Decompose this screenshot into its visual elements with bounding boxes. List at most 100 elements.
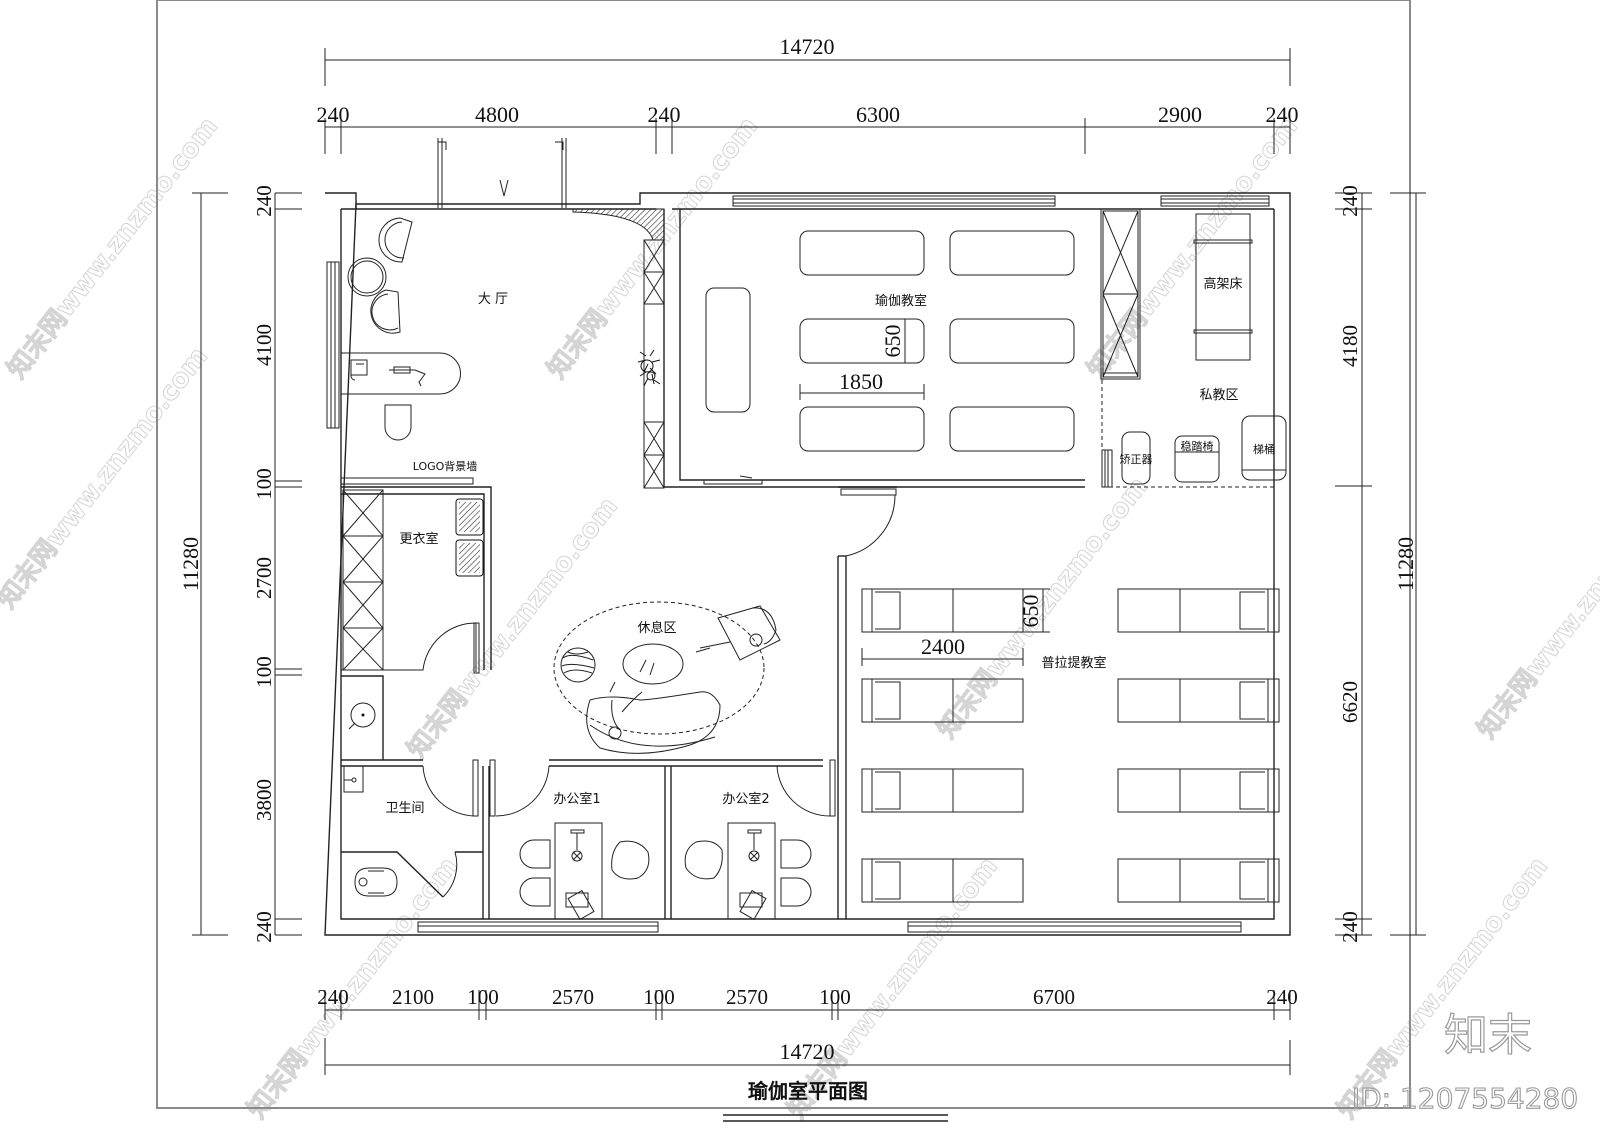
- door-swing: [422, 765, 477, 817]
- document-icon: [739, 889, 767, 921]
- dim-top-seg: 240: [648, 102, 681, 127]
- dim-bottom-seg: 100: [819, 985, 851, 1009]
- yoga-room: 瑜伽教室 1850 650: [663, 209, 1085, 488]
- dim-left-seg: 100: [252, 656, 276, 688]
- chair-icon: [611, 840, 650, 880]
- chair-icon: [519, 877, 551, 907]
- dim-yoga-mat-width: 650: [880, 325, 905, 358]
- rest-area: 休息区: [553, 601, 781, 754]
- dim-bottom-seg: 240: [317, 985, 349, 1009]
- yoga-mat: [949, 230, 1075, 276]
- door-swing: [341, 622, 477, 672]
- desk: [554, 822, 603, 920]
- dim-bottom-seg: 6700: [1033, 985, 1075, 1009]
- lobby-area: 大 厅 LOGO背景墙: [340, 208, 665, 489]
- chair-icon: [684, 840, 723, 880]
- chair-icon: [780, 877, 812, 907]
- corrector-equipment: [1121, 431, 1151, 485]
- yoga-mat: [799, 406, 925, 452]
- exterior-walls: [324, 192, 1291, 936]
- dim-left-seg: 240: [252, 911, 276, 943]
- dim-yoga-mat-length: 1850: [839, 369, 883, 394]
- dim-left-seg: 2700: [252, 557, 276, 599]
- chair-icon: [370, 289, 401, 334]
- brand-mark: 知末 ID: 1207554280: [1351, 1009, 1578, 1115]
- room-label-yoga: 瑜伽教室: [875, 293, 927, 309]
- room-label-office1: 办公室1: [553, 791, 600, 807]
- reformer-machine: [1117, 588, 1280, 633]
- watermark-text: 知末网www.znzmo.com: [542, 112, 764, 384]
- office-1: 办公室1: [489, 759, 650, 921]
- right-dimensions: 240 4180 6620 240 11280: [1335, 185, 1426, 943]
- chair-icon: [378, 217, 413, 263]
- telephone-icon: [350, 359, 368, 381]
- rug-icon: [560, 647, 596, 683]
- reformer-machine: [861, 858, 1024, 903]
- chair-icon: [519, 839, 551, 869]
- top-dimensions: 14720 240 4800 240 6300 2900 240: [317, 34, 1299, 154]
- room-label-office2: 办公室2: [722, 791, 769, 807]
- equipment-label-ladder-barrel: 梯桶: [1253, 442, 1275, 456]
- dim-left-seg: 4100: [252, 324, 276, 366]
- yoga-mat: [799, 318, 925, 364]
- sheet-border: [156, 0, 1411, 1109]
- equipment-label-high-bed: 高架床: [1203, 276, 1242, 292]
- room-label-changing: 更衣室: [399, 531, 438, 547]
- dim-top-seg: 2900: [1158, 102, 1202, 127]
- reformer-machine: [1117, 858, 1280, 903]
- main-entrance: [437, 138, 567, 208]
- plant-icon: [637, 349, 661, 387]
- room-label-rest: 休息区: [637, 620, 676, 636]
- room-label-lobby: 大 厅: [478, 292, 508, 307]
- coffee-table: [622, 643, 684, 685]
- chair-icon: [780, 839, 812, 869]
- brand-logo: 知末: [1444, 1010, 1532, 1061]
- document-icon: [565, 889, 595, 921]
- private-training-area: 高架床 私教区 矫正器 稳踏椅 梯桶: [1100, 208, 1287, 488]
- stable-chair-equipment: [1174, 435, 1220, 483]
- dim-top-seg: 240: [1266, 102, 1299, 127]
- curved-sofa: [586, 691, 721, 754]
- interior-walls: [341, 486, 897, 919]
- dim-left-seg: 100: [252, 468, 276, 500]
- door-swing: [495, 765, 550, 817]
- dim-reformer-length: 2400: [921, 634, 965, 659]
- equipment-label-corrector: 矫正器: [1120, 453, 1153, 466]
- dim-bottom-seg: 100: [467, 985, 499, 1009]
- dim-reformer-width: 650: [1018, 595, 1043, 628]
- watermark-text: 知末网www.znzmo.com: [1082, 112, 1304, 384]
- round-stool-icon: [347, 257, 387, 297]
- sink-icon: [343, 765, 364, 793]
- door-swing: [845, 494, 896, 557]
- reformer-machine: [861, 588, 1024, 633]
- dim-right-total: 11280: [1393, 537, 1418, 591]
- yoga-mat: [949, 318, 1075, 364]
- chair-icon: [384, 404, 412, 441]
- desk-lamp-icon: [570, 829, 585, 862]
- reformer-machine: [861, 678, 1024, 723]
- drawing-title-block: 瑜伽室平面图: [723, 1079, 948, 1122]
- ladder-barrel-equipment: [1241, 415, 1287, 481]
- equipment-label-stable-chair: 稳踏椅: [1181, 439, 1214, 453]
- dim-top-total: 14720: [780, 34, 835, 59]
- dim-left-seg: 3800: [252, 779, 276, 821]
- dim-bottom-seg: 2100: [392, 985, 434, 1009]
- dim-top-seg: 240: [317, 102, 350, 127]
- dim-right-seg: 4180: [1338, 325, 1362, 367]
- person-seated-icon: [608, 659, 655, 740]
- dim-bottom-seg: 100: [643, 985, 675, 1009]
- high-bed: [1195, 213, 1251, 361]
- dim-right-seg: 240: [1338, 911, 1362, 943]
- dim-right-seg: 6620: [1338, 681, 1362, 723]
- drawing-title: 瑜伽室平面图: [748, 1079, 868, 1103]
- dim-bottom-total: 14720: [780, 1039, 835, 1064]
- dim-top-seg: 6300: [856, 102, 900, 127]
- office-2: 办公室2: [684, 759, 836, 921]
- changing-room: 更衣室: [341, 486, 492, 674]
- room-label-restroom: 卫生间: [385, 801, 424, 816]
- squat-toilet-icon: [354, 867, 398, 897]
- room-label-pilates: 普拉提教室: [1041, 655, 1106, 671]
- dim-left-seg: 240: [252, 185, 276, 217]
- restroom: 卫生间: [341, 759, 483, 898]
